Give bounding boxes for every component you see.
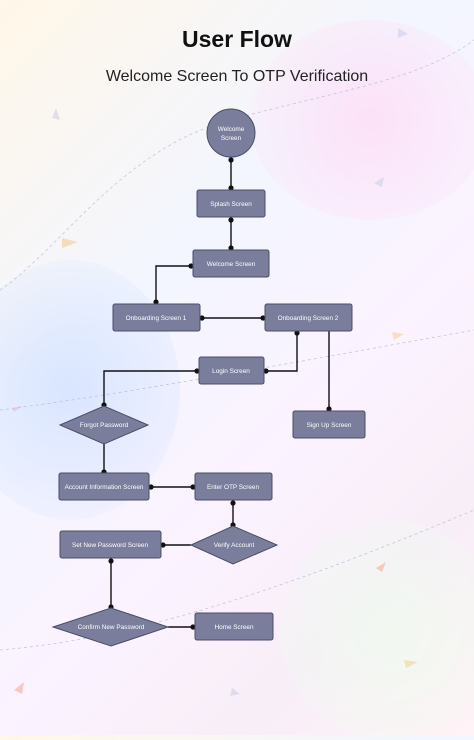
node-label: Enter OTP Screen [207, 484, 260, 491]
node-label: Verify Account [214, 542, 255, 549]
node-label: Login Screen [212, 368, 250, 375]
edge-end-dot [190, 484, 196, 490]
node-verify-account: Verify Account [189, 525, 279, 565]
node-home-screen: Home Screen [194, 612, 274, 641]
edge-end-dot [326, 406, 332, 412]
edge-end-dot [228, 185, 234, 191]
node-label: Sign Up Screen [307, 422, 352, 429]
edge-start-dot [188, 263, 194, 269]
decorative-curve [0, 509, 474, 651]
node-label: Welcome [218, 126, 245, 133]
node-welcome-screen: Welcome Screen [192, 249, 270, 278]
node-enter-otp-screen: Enter OTP Screen [194, 472, 273, 501]
node-label: Confirm New Password [78, 624, 145, 631]
edge-start-dot [230, 500, 236, 506]
edge-end-dot [228, 245, 234, 251]
edge-start-dot [194, 368, 200, 374]
node-label: Splash Screen [210, 201, 252, 208]
node-label: Onboarding Screen 1 [126, 315, 187, 322]
node-label: Onboarding Screen 2 [278, 315, 339, 322]
node-sign-up-screen: Sign Up Screen [292, 410, 366, 439]
node-label: Set New Password Screen [72, 542, 148, 549]
node-login-screen: Login Screen [198, 356, 265, 385]
rocket-doodle-icon [12, 28, 418, 696]
node-label: Home Screen [214, 624, 254, 631]
page-subtitle: Welcome Screen To OTP Verification [105, 68, 369, 85]
edge-start-dot [199, 315, 205, 321]
node-account-information-screen: Account Information Screen [58, 472, 150, 501]
edge-end-dot [190, 624, 196, 630]
node-label: Forgot Password [80, 422, 129, 429]
edge-end-dot [160, 542, 166, 548]
edge-start-dot [148, 484, 154, 490]
node-onboarding-screen-2: Onboarding Screen 2 [264, 303, 353, 332]
node-onboarding-screen-1: Onboarding Screen 1 [112, 303, 201, 332]
node-splash-screen: Splash Screen [196, 189, 266, 218]
edge-login-to-forgot [103, 370, 199, 406]
edge-welcome-to-onboarding1 [155, 265, 193, 304]
node-set-new-password-screen: Set New Password Screen [59, 530, 162, 559]
edge-start-dot [228, 217, 234, 223]
edge-onboarding2-to-login [264, 331, 298, 372]
node-confirm-new-password: Confirm New Password [51, 607, 170, 647]
edge-start-dot [228, 157, 234, 163]
node-label: Screen [221, 135, 242, 142]
node-label: Account Information Screen [65, 484, 144, 491]
edge-end-dot [153, 299, 159, 305]
node-label: Welcome Screen [207, 261, 256, 268]
edge-end-dot [260, 315, 266, 321]
page-title: User Flow [182, 26, 292, 52]
node-welcome-start: Welcome Screen [206, 108, 256, 158]
edge-end-dot [263, 368, 269, 374]
edge-start-dot [108, 558, 114, 564]
node-forgot-password: Forgot Password [58, 405, 150, 445]
edge-start-dot [294, 330, 300, 336]
